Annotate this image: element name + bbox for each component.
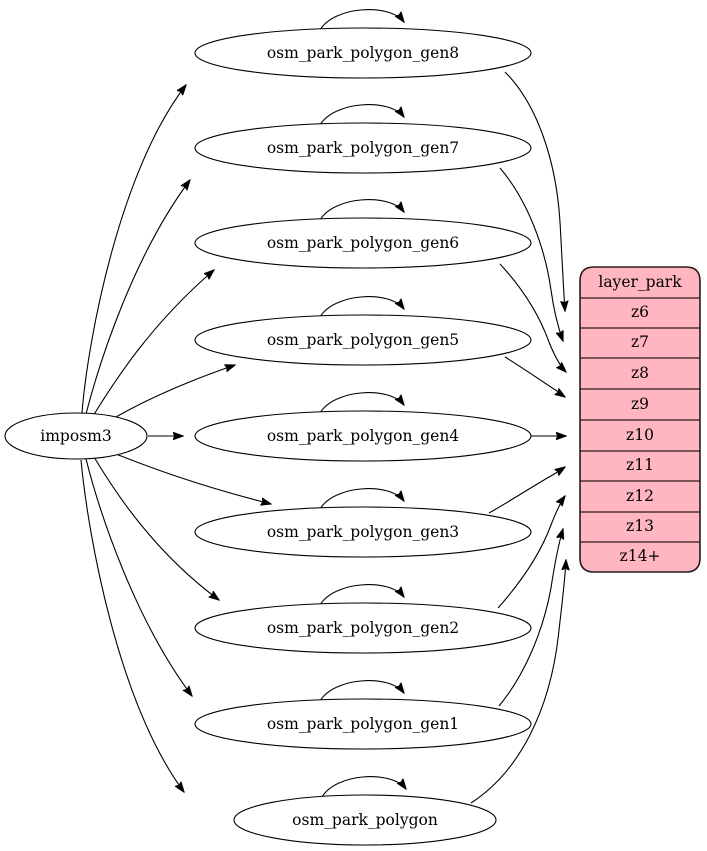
edge-gen6-to-z8: [499, 263, 566, 372]
self-loop-gen1: [319, 680, 404, 702]
self-loop-gen7: [319, 104, 404, 126]
edge-imposm3-to-gen5: [108, 365, 235, 422]
self-loop-gen2: [319, 584, 404, 606]
gen6-ellipse[interactable]: [194, 217, 532, 269]
layer-park-row-z11[interactable]: z11: [626, 456, 654, 474]
edge-imposm3-to-base: [80, 459, 184, 792]
gen2-label: osm_park_polygon_gen2: [267, 619, 459, 637]
base-label: osm_park_polygon: [292, 811, 438, 829]
node-base[interactable]: osm_park_polygon: [233, 794, 497, 846]
edge-gen8-to-z6: [504, 71, 565, 311]
gen3-label: osm_park_polygon_gen3: [267, 523, 459, 541]
edges-to-layer-park: [470, 71, 566, 804]
imposm3-ellipse[interactable]: [4, 412, 148, 460]
edge-imposm3-to-gen2: [93, 456, 219, 600]
gen3-ellipse[interactable]: [194, 506, 532, 558]
edge-gen5-to-z9: [504, 356, 565, 397]
node-layer-park[interactable]: layer_park z6 z7 z8 z9 z10 z11 z12 z13 z…: [579, 266, 701, 573]
self-loop-gen6: [319, 199, 404, 221]
imposm3-label: imposm3: [40, 427, 111, 445]
layer-park-row-z13[interactable]: z13: [626, 517, 654, 535]
gen5-ellipse[interactable]: [194, 314, 532, 366]
layer-park-row-z14plus[interactable]: z14+: [620, 547, 661, 565]
node-gen2[interactable]: osm_park_polygon_gen2: [194, 602, 532, 654]
gen4-label: osm_park_polygon_gen4: [267, 427, 459, 445]
edge-base-to-z14: [470, 560, 566, 804]
edge-gen1-to-z13: [498, 529, 563, 707]
self-loop-gen3: [319, 488, 404, 510]
base-ellipse[interactable]: [233, 794, 497, 846]
gen6-label: osm_park_polygon_gen6: [267, 234, 459, 252]
node-gen5[interactable]: osm_park_polygon_gen5: [194, 314, 532, 366]
node-gen3[interactable]: osm_park_polygon_gen3: [194, 506, 532, 558]
gen1-ellipse[interactable]: [194, 698, 532, 750]
edge-imposm3-to-gen8: [81, 85, 186, 414]
node-imposm3[interactable]: imposm3: [4, 412, 148, 460]
gen8-ellipse[interactable]: [194, 27, 532, 79]
gen4-ellipse[interactable]: [194, 410, 532, 462]
edge-imposm3-to-gen1: [85, 458, 192, 696]
edge-gen2-to-z12: [497, 496, 565, 609]
gen7-label: osm_park_polygon_gen7: [267, 139, 459, 157]
node-gen6[interactable]: osm_park_polygon_gen6: [194, 217, 532, 269]
edge-gen7-to-z7: [499, 167, 563, 341]
gen1-label: osm_park_polygon_gen1: [267, 715, 459, 733]
edge-gen3-to-z11: [488, 467, 565, 514]
node-gen8[interactable]: osm_park_polygon_gen8: [194, 27, 532, 79]
layer-park-header-label: layer_park: [598, 273, 682, 291]
layer-park-row-z8[interactable]: z8: [631, 364, 649, 382]
layer-park-row-z7[interactable]: z7: [631, 333, 649, 351]
self-loop-gen8: [319, 9, 404, 31]
node-gen7[interactable]: osm_park_polygon_gen7: [194, 122, 532, 174]
self-loop-base: [321, 776, 406, 798]
node-gen4[interactable]: osm_park_polygon_gen4: [194, 410, 532, 462]
self-loop-gen5: [319, 296, 404, 318]
edge-imposm3-to-gen7: [85, 180, 190, 415]
edge-imposm3-to-gen6: [92, 270, 214, 417]
self-loop-gen4: [319, 392, 404, 414]
edges-from-imposm3: [80, 85, 271, 792]
layer-park-row-z9[interactable]: z9: [631, 395, 649, 413]
gen7-ellipse[interactable]: [194, 122, 532, 174]
layer-park-row-z12[interactable]: z12: [626, 487, 654, 505]
node-gen1[interactable]: osm_park_polygon_gen1: [194, 698, 532, 750]
gen8-label: osm_park_polygon_gen8: [267, 44, 459, 62]
layer-park-row-z6[interactable]: z6: [631, 303, 649, 321]
gen2-ellipse[interactable]: [194, 602, 532, 654]
layer-park-row-z10[interactable]: z10: [626, 426, 654, 444]
gen5-label: osm_park_polygon_gen5: [267, 331, 459, 349]
edge-imposm3-to-gen3: [110, 451, 271, 504]
self-loops: [319, 9, 406, 798]
